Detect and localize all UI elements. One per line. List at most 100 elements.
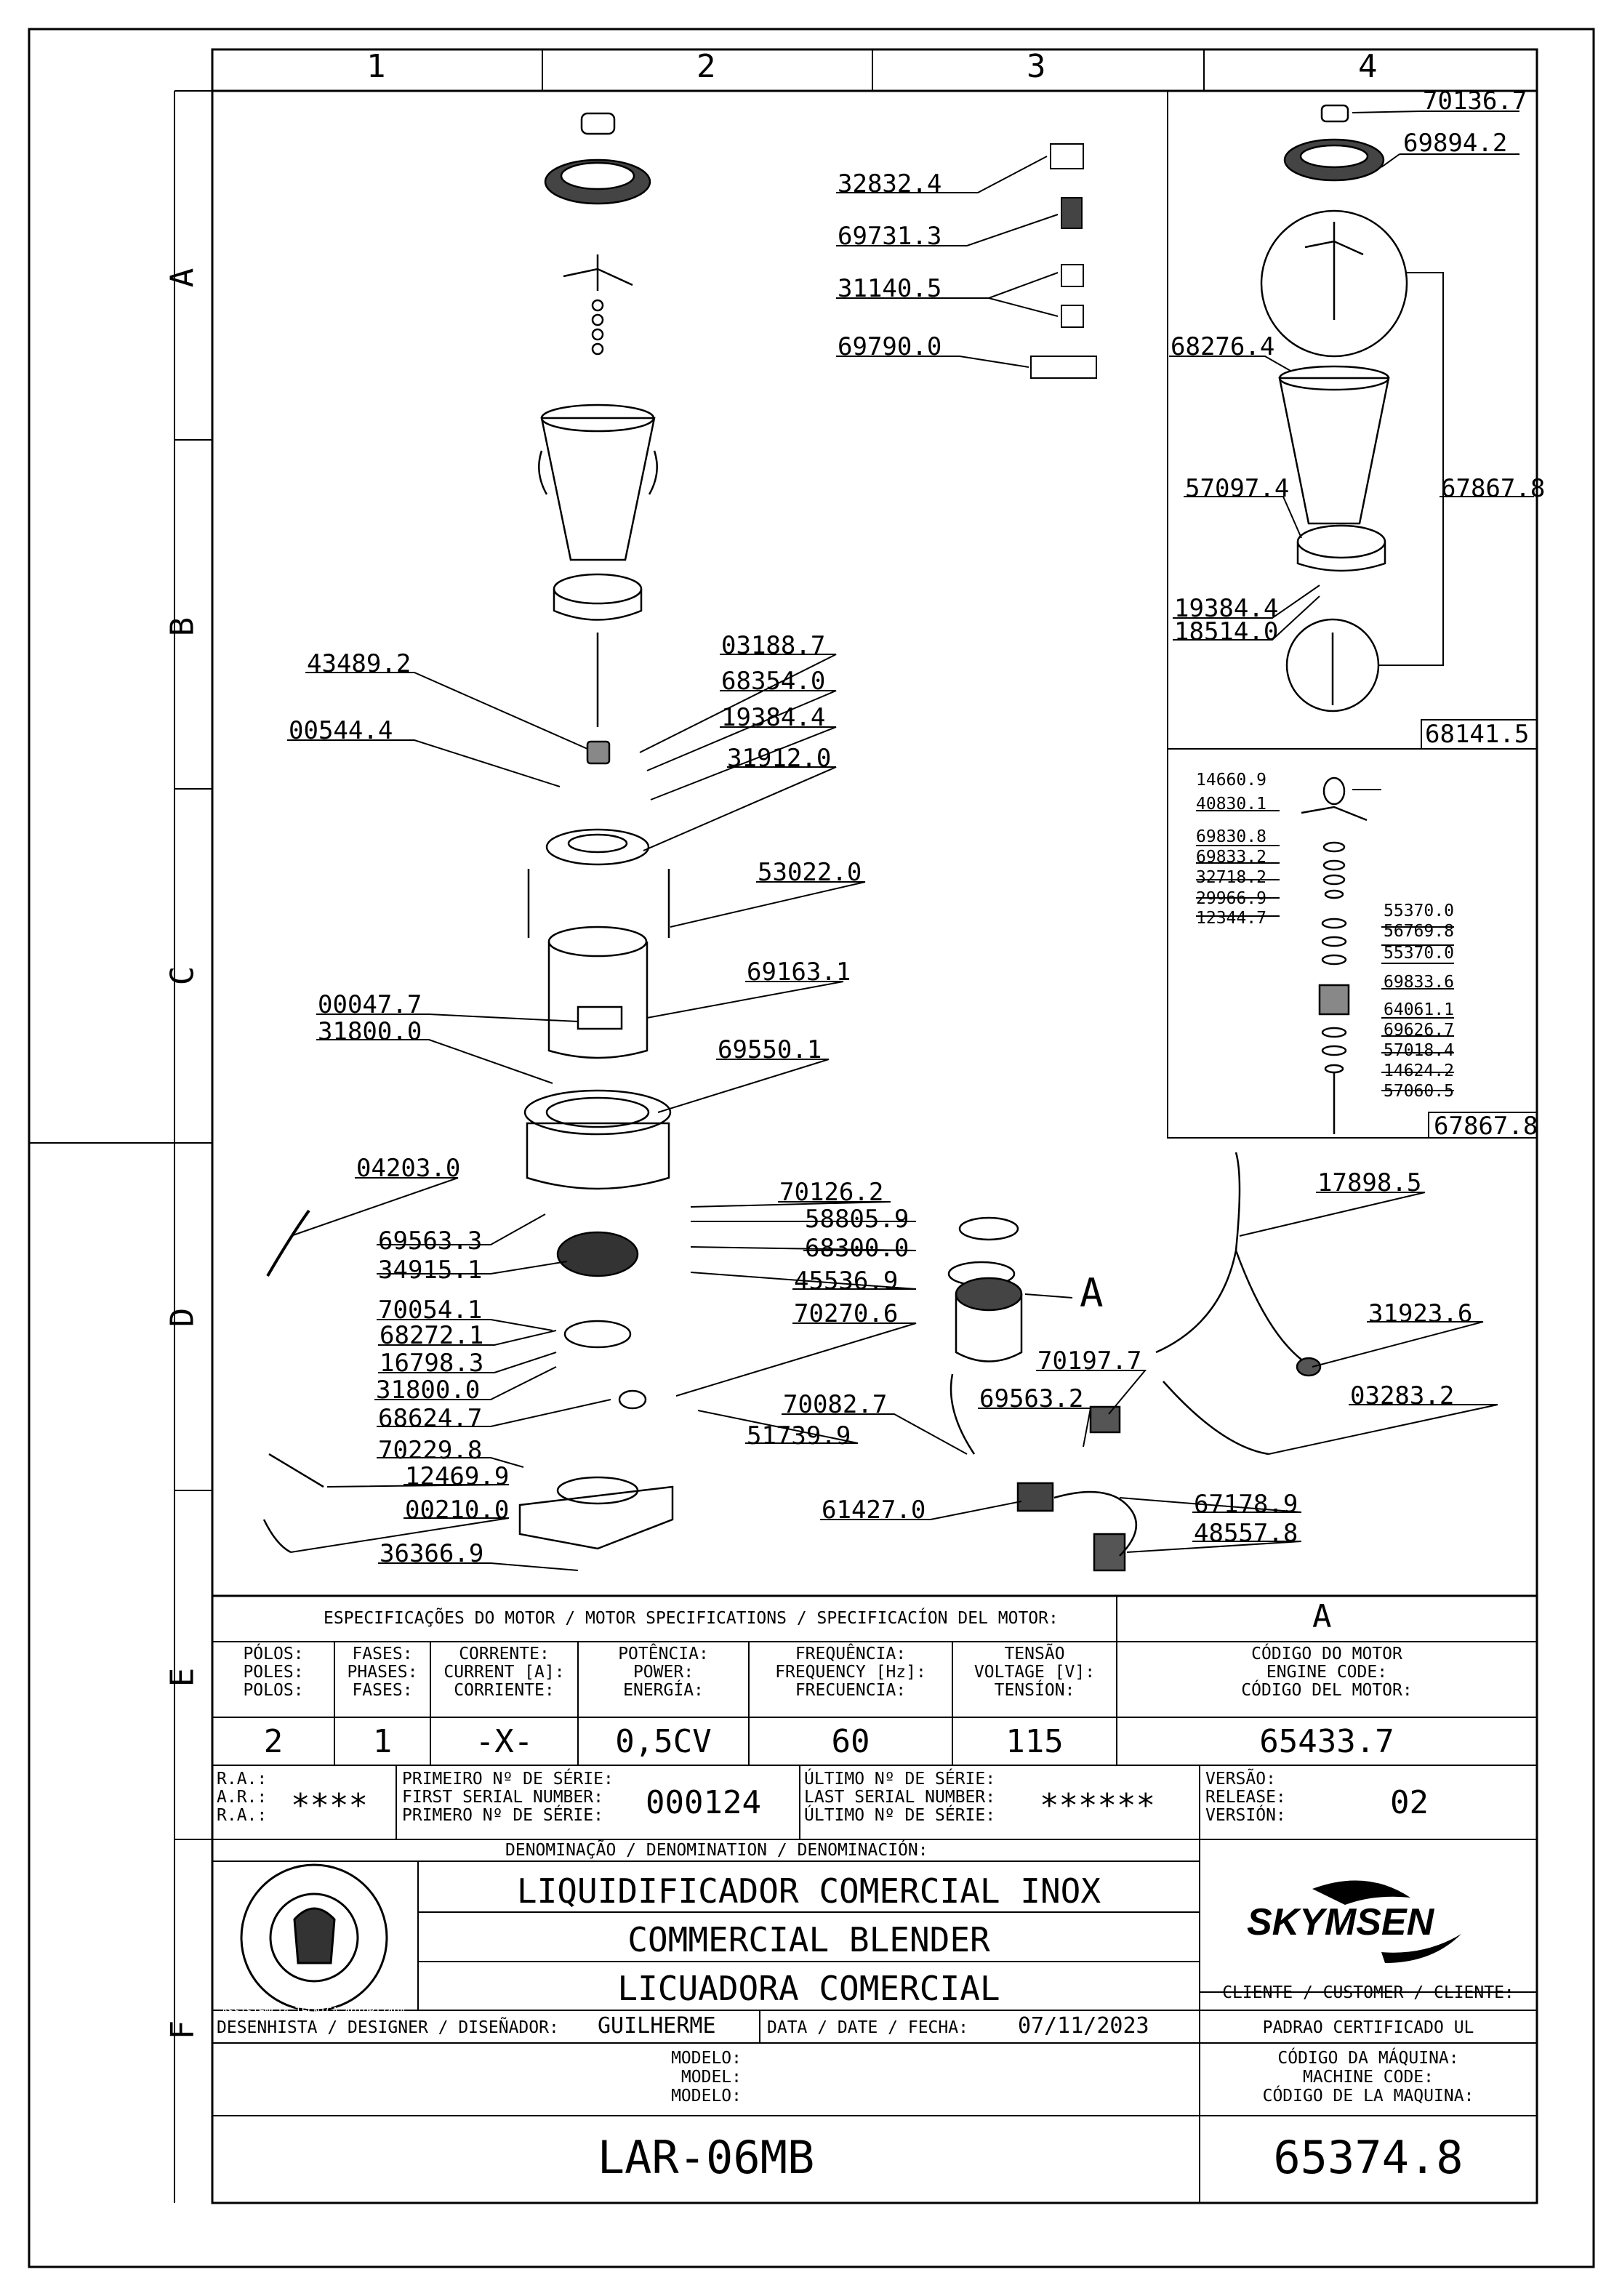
grid-col-4: 4 [1358,48,1378,85]
part-number: 69790.0 [838,332,942,361]
part-number: 56769.8 [1384,922,1454,941]
hdr-current-en: CURRENT [A]: [443,1663,565,1682]
label-stickers [1030,143,1097,379]
part-number: 69894.2 [1403,129,1508,158]
grid-row-a: A [164,268,201,288]
part-number: 69830.8 [1196,827,1266,846]
last-serial-label-es: ÚLTIMO Nº DE SÉRIE: [804,1806,996,1825]
last-serial-value: ****** [1040,1787,1155,1824]
part-number: 69563.2 [979,1384,1084,1413]
part-number: 31140.5 [838,274,942,303]
seal-graphic [240,1863,388,2012]
part-number: 68354.0 [721,667,826,696]
part-number: 69626.7 [1384,1021,1454,1040]
part-number: 31800.0 [318,1017,422,1046]
detail-assembly [1260,104,1444,1134]
hdr-voltage-es: TENSÍON: [994,1681,1075,1700]
first-serial-label-es: PRIMERO Nº DE SÉRIE: [402,1806,603,1825]
hdr-engine-code-pt: CÓDIGO DO MOTOR [1251,1645,1402,1663]
hdr-phases-pt: FASES: [352,1645,413,1663]
part-number: 67178.9 [1194,1490,1298,1519]
part-number: 68300.0 [805,1234,910,1263]
hdr-power-pt: POTÊNCIA: [618,1645,709,1663]
hdr-poles-en: POLES: [243,1663,304,1682]
part-number: 14660.9 [1196,771,1266,790]
hdr-power-es: ENERGÍA: [623,1681,704,1700]
part-number: 68141.5 [1425,720,1530,749]
value-phases: 1 [372,1723,393,1760]
part-number: 68624.7 [378,1404,483,1433]
part-number: 68276.4 [1171,332,1275,361]
part-number: 69550.1 [718,1035,822,1064]
part-number: 31800.0 [376,1376,481,1405]
part-number: 03283.2 [1350,1381,1455,1410]
brand-logo: SKYMSEN [1247,1901,1434,1943]
value-engine-code: 65433.7 [1259,1723,1394,1760]
value-current: -X- [475,1723,534,1760]
ra-value: **** [291,1787,368,1824]
product-name-es: LICUADORA COMERCIAL [617,1969,1000,2008]
ra-label-pt: R.A.: [217,1770,268,1789]
part-number: 19384.4 [721,703,826,732]
part-number: 00210.0 [405,1496,510,1525]
model-label-es: MODELO: [671,2087,742,2106]
machine-code-label-es: CÓDIGO DE LA MAQUINA: [1262,2087,1474,2106]
grid-row-d: D [164,1307,201,1328]
version-label-en: RELEASE: [1205,1788,1286,1807]
client-label: CLIENTE / CUSTOMER / CLIENTE: [1222,1983,1514,2002]
grid-col-1: 1 [366,48,386,85]
part-number: 00544.4 [289,716,393,745]
hdr-voltage-en: VOLTAGE [V]: [973,1663,1096,1682]
part-number: 61427.0 [822,1496,926,1525]
part-number: 64061.1 [1384,1000,1454,1019]
version-value: 02 [1390,1784,1429,1821]
part-number: 12469.9 [405,1462,510,1491]
grid-row-b: B [164,617,201,637]
part-number: 57018.4 [1384,1041,1454,1060]
hdr-poles-pt: PÓLOS: [243,1645,304,1663]
part-number: 68272.1 [380,1321,484,1350]
part-number: 70082.7 [783,1390,888,1419]
part-number: 70229.8 [378,1436,483,1465]
hdr-phases-en: PHASES: [347,1663,418,1682]
value-voltage: 115 [1005,1723,1064,1760]
part-number: 70136.7 [1423,87,1527,116]
part-number: 12344.7 [1196,909,1266,928]
part-number: 57097.4 [1185,474,1290,503]
motor-letter: A [1312,1598,1332,1635]
part-number: 55370.0 [1384,902,1454,920]
model-label-en: MODEL: [680,2068,742,2087]
part-number: 18514.0 [1174,617,1279,646]
part-number: 69563.3 [378,1227,483,1256]
hdr-current-pt: CORRENTE: [459,1645,550,1663]
part-number: 40830.1 [1196,795,1266,814]
hdr-engine-code-es: CÓDIGO DEL MOTOR: [1241,1681,1413,1700]
part-number: 69833.6 [1384,973,1454,992]
grid-row-e: E [164,1667,201,1687]
part-number: 70054.1 [378,1296,483,1325]
part-number: 17898.5 [1317,1168,1422,1197]
hdr-frequency-en: FREQUENCY [Hz]: [775,1663,926,1682]
part-number: 31912.0 [727,744,832,773]
part-number: 70270.6 [794,1299,899,1328]
part-number: 48557.8 [1194,1519,1298,1548]
first-serial-label-en: FIRST SERIAL NUMBER: [402,1788,603,1807]
designer-label: DESENHISTA / DESIGNER / DISEÑADOR: [217,2018,559,2037]
value-frequency: 60 [831,1723,870,1760]
grid-row-f: F [164,2020,201,2040]
main-assembly [262,112,674,1554]
part-number: 45536.9 [794,1267,899,1296]
grid-col-2: 2 [696,48,716,85]
part-number: 67867.8 [1434,1112,1538,1141]
part-number: 67867.8 [1441,474,1546,503]
part-number: 55370.0 [1384,944,1454,963]
part-number: 29966.9 [1196,889,1266,908]
part-number: 03188.7 [721,631,826,660]
hdr-phases-es: FASES: [352,1681,413,1700]
brand-swoosh [1312,1880,1461,1963]
hdr-poles-es: POLOS: [243,1681,304,1700]
machine-code-value: 65374.8 [1273,2131,1464,2184]
product-name-en: COMMERCIAL BLENDER [627,1920,990,1959]
designer-value: GUILHERME [598,2013,716,2039]
last-serial-label-pt: ÚLTIMO Nº DE SÉRIE: [804,1770,996,1789]
